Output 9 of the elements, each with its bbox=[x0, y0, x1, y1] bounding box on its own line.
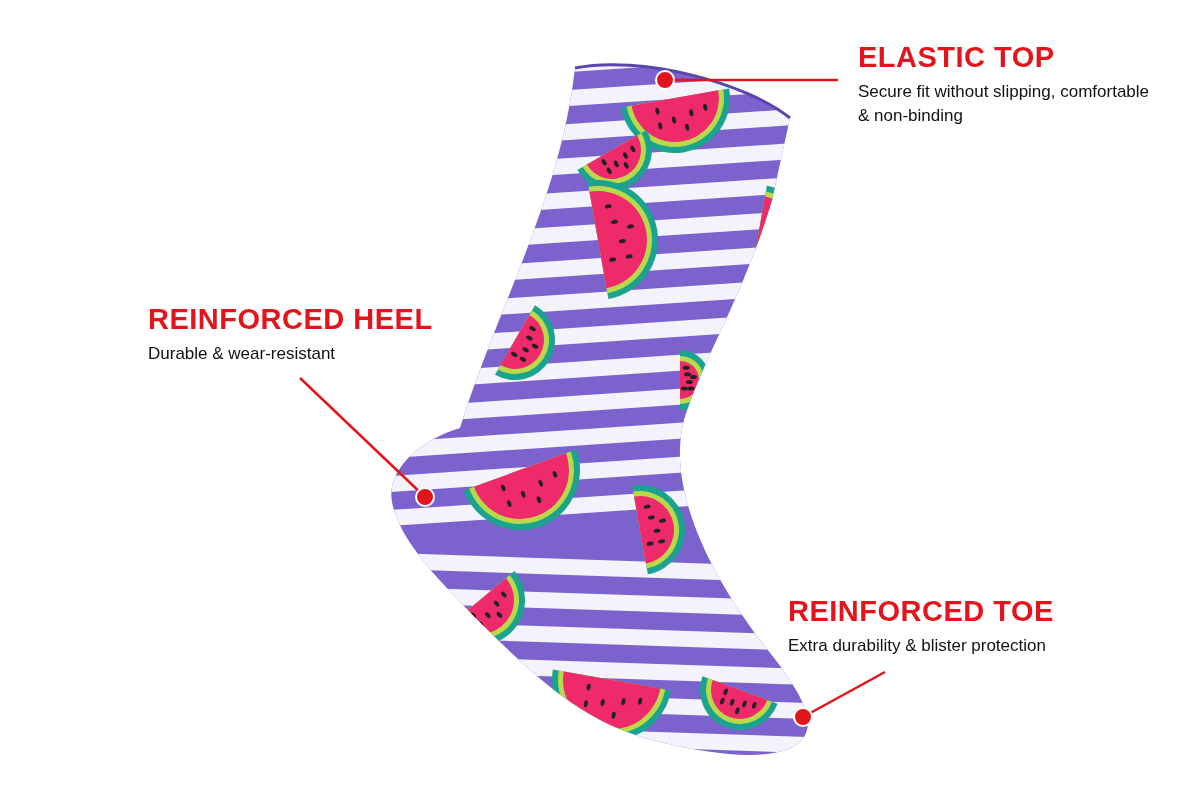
callout-description: Secure fit without slipping, comfortable & non-binding bbox=[858, 81, 1151, 127]
leader-line bbox=[655, 70, 838, 90]
callout-description: Extra durability & blister protection bbox=[788, 635, 1047, 657]
callout-heading: REINFORCED TOE bbox=[788, 594, 1055, 628]
callout-heading: ELASTIC TOP bbox=[858, 40, 1056, 74]
leader-line bbox=[793, 670, 886, 727]
callout-description: Durable & wear-resistant bbox=[148, 343, 337, 365]
leader-line bbox=[299, 377, 435, 507]
callout-heading: REINFORCED HEEL bbox=[148, 302, 434, 336]
